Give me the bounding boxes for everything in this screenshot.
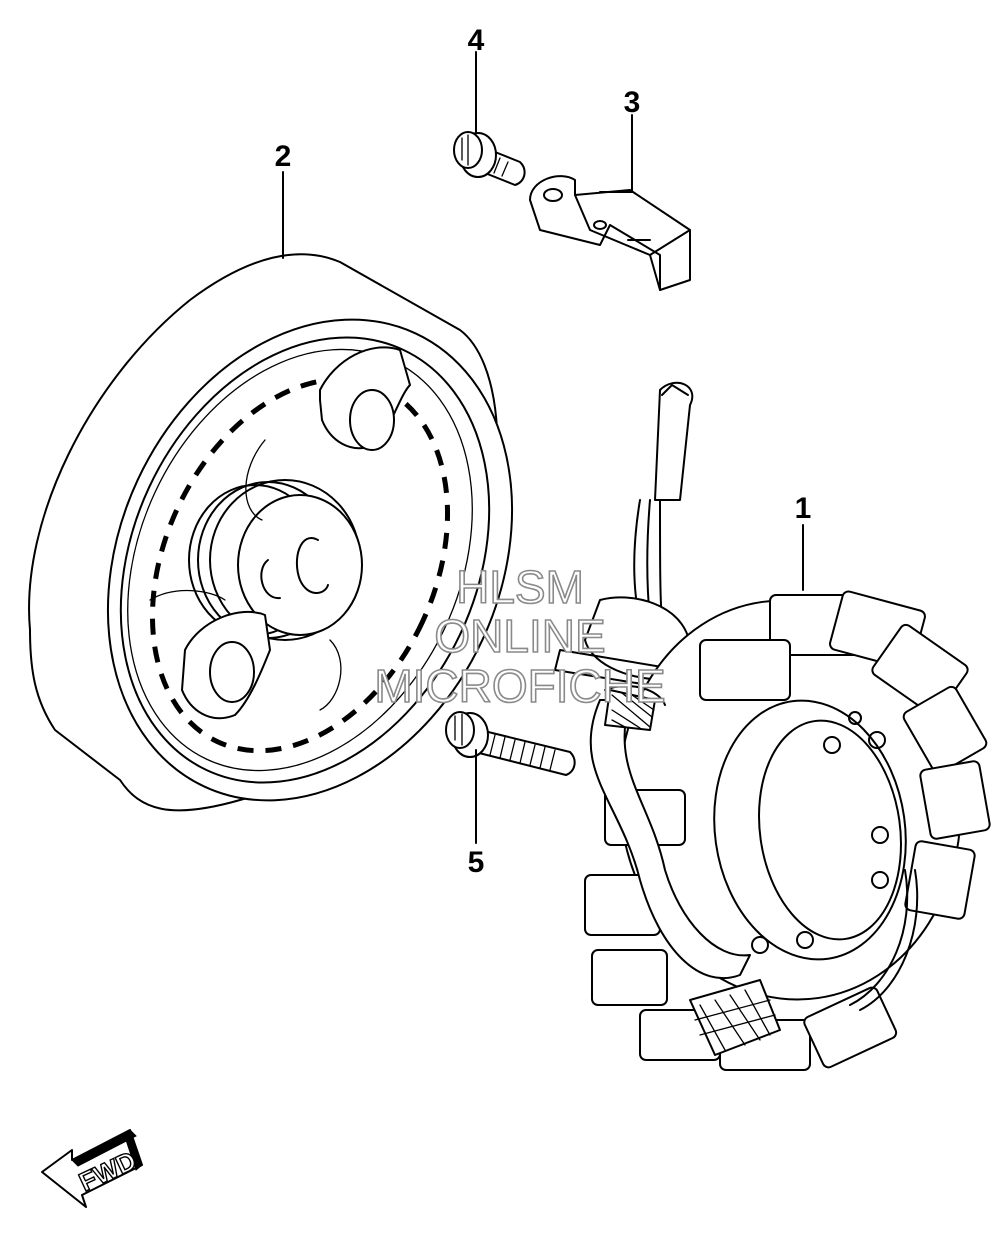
callout-3: 3: [624, 86, 641, 119]
callout-numbers: 1 2 3 4 5: [275, 24, 812, 879]
fwd-arrow-icon: FWD: [41, 1128, 143, 1208]
watermark: HLSM ONLINE MICROFICHE: [374, 560, 667, 713]
leader-lines: [282, 51, 804, 844]
flywheel-rotor: [28, 253, 514, 812]
callout-2: 2: [275, 140, 292, 173]
watermark-line-3: MICROFICHE: [374, 660, 665, 712]
callout-5: 5: [468, 846, 485, 879]
watermark-line-2: ONLINE: [434, 610, 605, 662]
callout-1: 1: [795, 492, 812, 525]
leader-line-3: [599, 114, 633, 193]
watermark-line-1: HLSM: [456, 561, 584, 613]
bolt-long: [445, 711, 576, 776]
stator: [554, 381, 991, 1071]
screw-small: [453, 131, 526, 186]
callout-4: 4: [468, 24, 485, 57]
bracket: [529, 175, 691, 291]
